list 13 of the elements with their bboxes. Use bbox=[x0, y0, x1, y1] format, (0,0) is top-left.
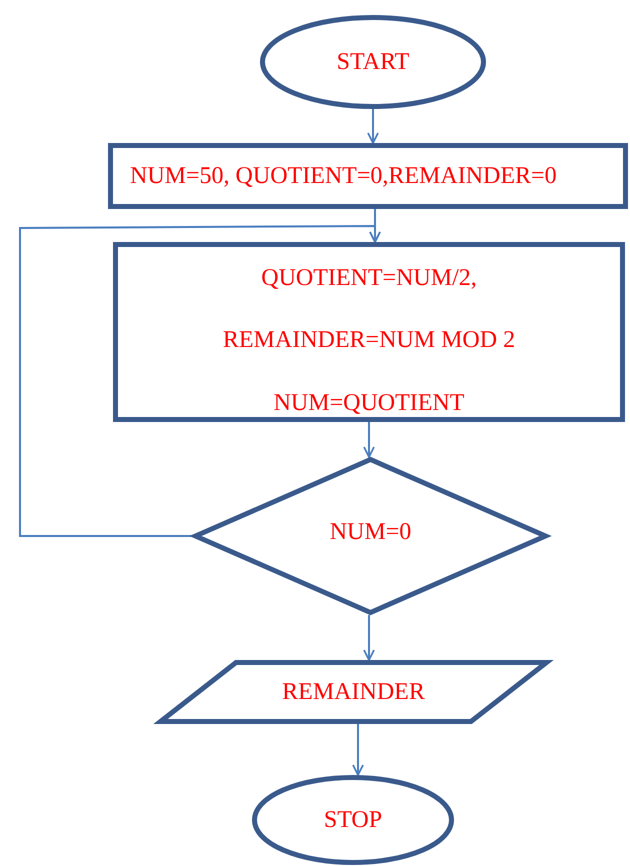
node-text: REMAINDER bbox=[281, 678, 426, 706]
node-text: QUOTIENT=NUM/2, bbox=[260, 264, 478, 292]
arrow bbox=[363, 422, 375, 458]
arrow bbox=[363, 615, 375, 661]
node-text: NUM=QUOTIENT bbox=[272, 389, 466, 417]
arrow bbox=[19, 225, 381, 537]
arrow bbox=[352, 724, 364, 776]
node-text: NUM=50, QUOTIENT=0,REMAINDER=0 bbox=[130, 162, 557, 190]
arrow bbox=[367, 109, 379, 144]
node-text: NUM=0 bbox=[328, 518, 412, 546]
node-text: START bbox=[336, 48, 410, 76]
node-text: STOP bbox=[322, 806, 384, 834]
node-text: REMAINDER=NUM MOD 2 bbox=[222, 326, 516, 354]
